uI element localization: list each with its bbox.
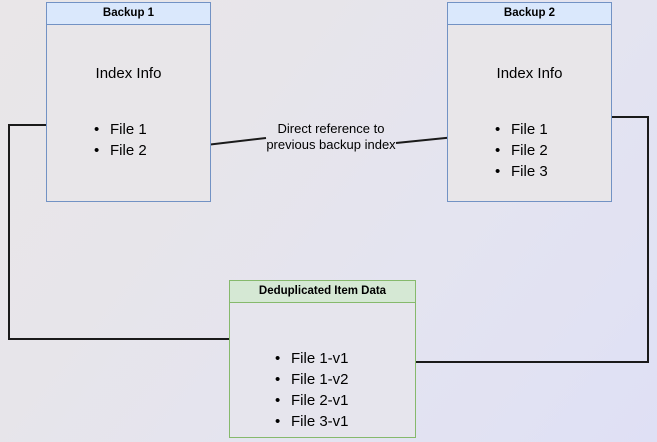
list-item: File 1-v1 (275, 348, 349, 369)
deduplicated-item-data-header: Deduplicated Item Data (230, 281, 415, 303)
direct-reference-line-1: Direct reference to (277, 121, 385, 136)
backup-1-box: Backup 1 Index Info File 1 File 2 (46, 2, 211, 202)
backup-2-file-list: File 1 File 2 File 3 (495, 119, 548, 182)
list-item: File 1-v2 (275, 369, 349, 390)
direct-reference-annotation: Direct reference to previous backup inde… (246, 121, 416, 153)
deduplicated-file-list: File 1-v1 File 1-v2 File 2-v1 File 3-v1 (275, 348, 349, 432)
backup-1-body: Index Info File 1 File 2 (47, 25, 210, 201)
backup-2-header: Backup 2 (448, 3, 611, 25)
list-item: File 2 (94, 140, 147, 161)
backup-2-body: Index Info File 1 File 2 File 3 (448, 25, 611, 201)
direct-reference-line-2: previous backup index (266, 137, 396, 152)
backup-2-index-info-label: Index Info (496, 65, 563, 82)
list-item: File 2-v1 (275, 390, 349, 411)
list-item: File 3 (495, 161, 548, 182)
list-item: File 1 (94, 119, 147, 140)
backup-1-file-list: File 1 File 2 (94, 119, 147, 161)
deduplicated-item-data-box: Deduplicated Item Data File 1-v1 File 1-… (229, 280, 416, 438)
backup-1-index-info-label: Index Info (95, 65, 162, 82)
backup-2-box: Backup 2 Index Info File 1 File 2 File 3 (447, 2, 612, 202)
list-item: File 2 (495, 140, 548, 161)
deduplicated-item-data-body: File 1-v1 File 1-v2 File 2-v1 File 3-v1 (230, 303, 415, 437)
list-item: File 1 (495, 119, 548, 140)
backup-1-header: Backup 1 (47, 3, 210, 25)
list-item: File 3-v1 (275, 411, 349, 432)
